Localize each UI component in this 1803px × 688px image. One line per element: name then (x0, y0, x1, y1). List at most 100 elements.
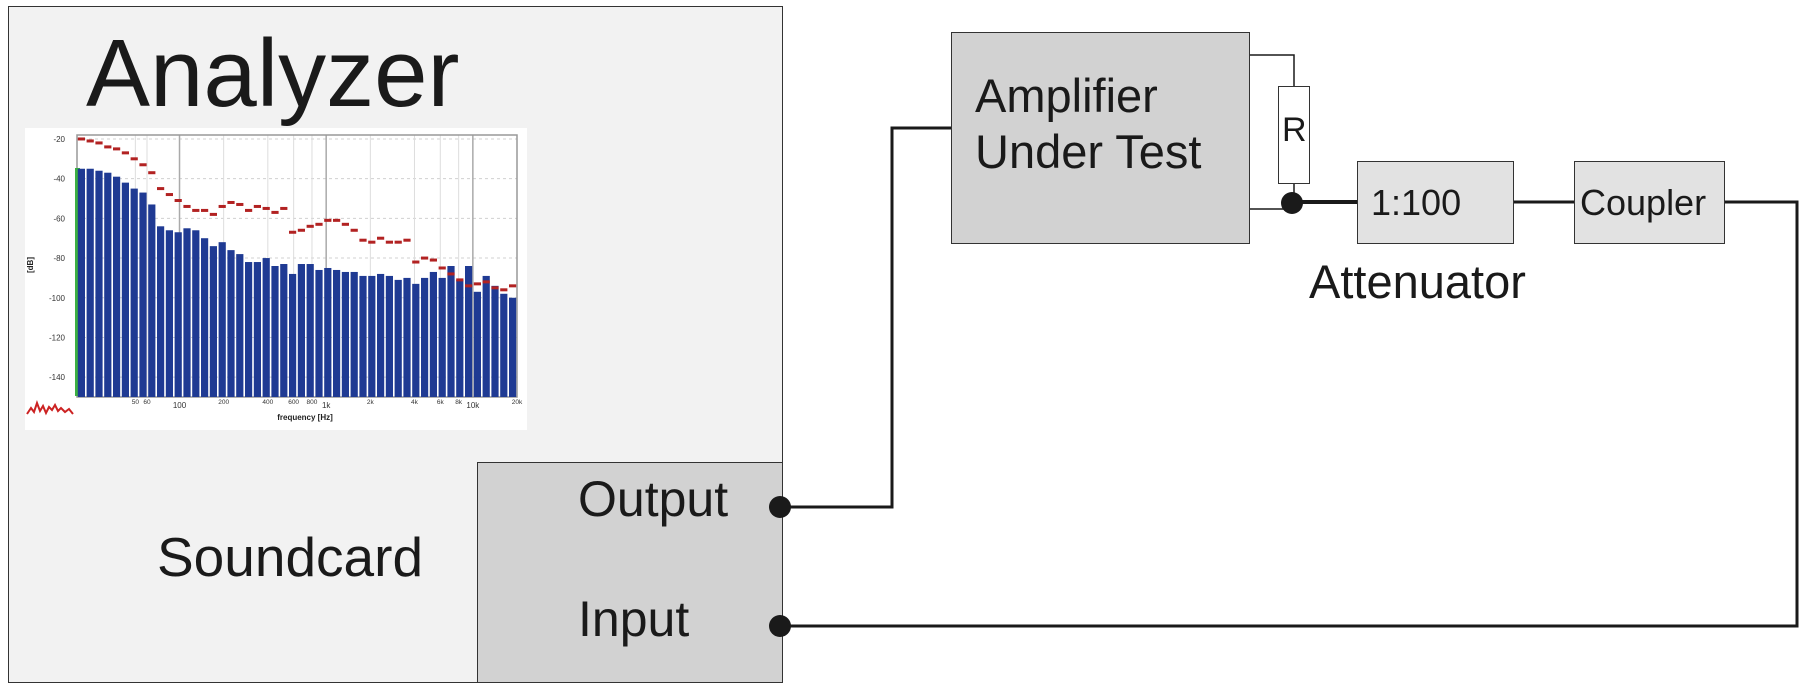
peak-marker (385, 240, 393, 244)
peak-marker (130, 157, 138, 161)
y-tick-label: -140 (49, 373, 66, 382)
peak-marker (157, 187, 165, 191)
spectrum-bar (324, 267, 332, 397)
spectrum-bar (201, 238, 209, 397)
spectrum-bar (421, 277, 429, 397)
x-tick-label: 400 (262, 399, 273, 406)
spectrum-bar (157, 226, 165, 397)
peak-marker (429, 258, 437, 262)
junction-node (1281, 192, 1303, 214)
peak-marker (394, 240, 402, 244)
spectrum-bar (341, 271, 349, 397)
spectrum-bar (289, 273, 297, 397)
peak-marker (297, 228, 305, 232)
output-to-amp-wire (783, 126, 951, 509)
input-label: Input (578, 591, 690, 647)
spectrum-bar (359, 275, 367, 397)
peak-marker (262, 206, 270, 210)
peak-marker (218, 204, 226, 208)
coupler-to-input-wire (783, 200, 1799, 628)
spectrum-bar (183, 228, 191, 397)
spectrum-bar (218, 242, 226, 397)
peak-marker (500, 288, 508, 292)
peak-marker (509, 284, 517, 288)
spectrum-bar (429, 271, 437, 397)
spectrum-bar (306, 264, 314, 397)
peak-series (77, 137, 517, 292)
y-tick-labels: -20-40-60-80-100-120-140 (49, 135, 66, 382)
spectrum-bar (130, 188, 138, 397)
peak-marker (121, 151, 129, 155)
spectrum-bar (174, 232, 182, 397)
peak-marker (324, 218, 332, 222)
peak-marker (341, 222, 349, 226)
attenuator-ratio: 1:100 (1371, 182, 1462, 223)
spectrum-bar (165, 230, 173, 397)
peak-marker (201, 208, 209, 212)
peak-marker (165, 193, 173, 197)
analyzer-title: Analyzer (86, 20, 460, 127)
spectrum-bar (113, 176, 121, 397)
spectrum-bar (473, 291, 481, 397)
y-tick-label: -40 (53, 175, 65, 184)
peak-marker (183, 204, 191, 208)
peak-marker (174, 199, 182, 202)
peak-marker (491, 286, 499, 290)
output-label: Output (578, 471, 729, 527)
peak-marker (271, 210, 279, 214)
x-tick-label: 4k (411, 399, 419, 406)
resistor-label: R (1282, 111, 1307, 149)
x-tick-label: 6k (437, 399, 445, 406)
spectrum-bar (482, 275, 490, 397)
peak-marker (456, 278, 464, 282)
peak-marker (412, 260, 420, 264)
peak-marker (438, 266, 446, 270)
x-tick-label: 2k (367, 399, 375, 406)
x-tick-label: 60 (143, 399, 151, 406)
peak-marker (139, 163, 147, 167)
spectrum-bar (509, 297, 517, 397)
spectrum-bar (368, 275, 376, 397)
spectrum-bar (192, 230, 200, 397)
spectrum-bar (385, 275, 393, 397)
brand-logo (26, 400, 74, 416)
peak-marker (482, 280, 490, 284)
spectrum-bar (253, 262, 261, 397)
spectrum-bar (465, 266, 473, 397)
y-tick-label: -120 (49, 333, 66, 342)
y-tick-label: -80 (53, 254, 65, 263)
spectrum-bar (104, 172, 112, 397)
peak-marker (227, 200, 235, 204)
x-axis-label: frequency [Hz] (277, 413, 333, 422)
peak-marker (245, 208, 253, 212)
spectrum-bar (412, 283, 420, 397)
spectrum-bar (77, 168, 85, 397)
x-tick-label: 100 (173, 401, 187, 410)
attenuator-label: Attenuator (1309, 255, 1526, 308)
peak-marker (104, 145, 112, 149)
spectrum-bar (447, 266, 455, 397)
spectrum-bar (227, 250, 235, 397)
peak-marker (113, 147, 121, 151)
spectrum-bar (121, 182, 129, 397)
peak-marker (403, 238, 411, 242)
peak-marker (447, 272, 455, 276)
peak-marker (289, 230, 297, 234)
spectrum-bar (209, 246, 217, 397)
y-axis-label: [dB] (26, 257, 35, 273)
spectrum-bar (333, 269, 341, 397)
spectrum-bar (95, 170, 103, 397)
spectrum-bar (297, 264, 305, 397)
x-tick-label: 8k (455, 399, 463, 406)
spectrum-bar (262, 258, 270, 397)
x-tick-label: 200 (218, 399, 229, 406)
y-tick-label: -60 (53, 214, 65, 223)
peak-marker (192, 208, 200, 212)
spectrum-bar (245, 262, 253, 397)
spectrum-bar (315, 269, 323, 397)
level-meter (75, 168, 80, 396)
peak-marker (368, 240, 376, 244)
